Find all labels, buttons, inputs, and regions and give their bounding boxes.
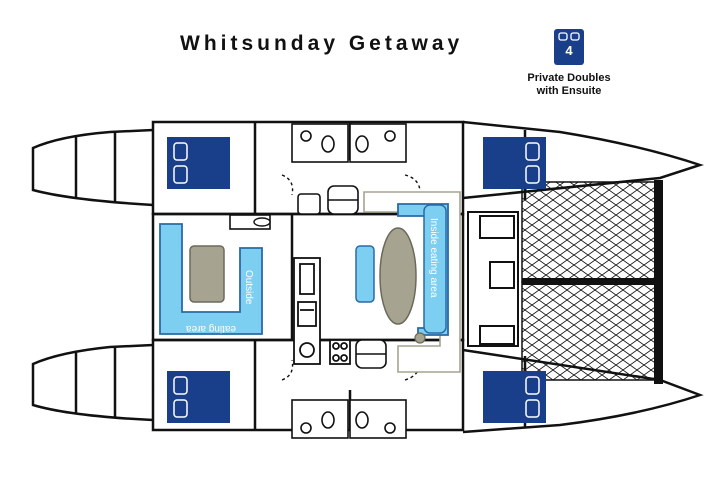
inside-label: Inside eating area <box>428 218 439 298</box>
outside-eating-area <box>159 214 271 335</box>
double-bed-icon: 4 <box>554 29 584 65</box>
legend-label: Private Doubles with Ensuite <box>514 72 624 98</box>
legend-label-line1: Private Doubles <box>527 72 611 84</box>
trampoline-net-bottom <box>521 281 659 381</box>
cabin-top-right <box>483 137 546 189</box>
companionway-steps-top <box>297 185 359 215</box>
trampoline-net-top <box>521 181 659 283</box>
outside-label-line2: eating area <box>186 323 236 334</box>
outside-label-line1: Outside <box>243 270 254 305</box>
legend-label-line2: with Ensuite <box>536 85 602 97</box>
crossbeam <box>522 278 658 285</box>
cabin-bottom-right <box>483 371 546 423</box>
forward-beam <box>654 180 663 384</box>
cabin-top-left <box>167 137 230 189</box>
galley <box>293 257 351 365</box>
cabin-bottom-left <box>167 371 230 423</box>
companionway-steps-bottom <box>355 339 387 369</box>
ensuite-bottom <box>291 399 407 439</box>
cabin-count: 4 <box>565 43 573 58</box>
ensuite-top <box>291 123 407 163</box>
inside-eating-area <box>355 191 461 373</box>
helm-station <box>467 211 519 347</box>
page-title: Whitsunday Getaway <box>180 32 464 55</box>
